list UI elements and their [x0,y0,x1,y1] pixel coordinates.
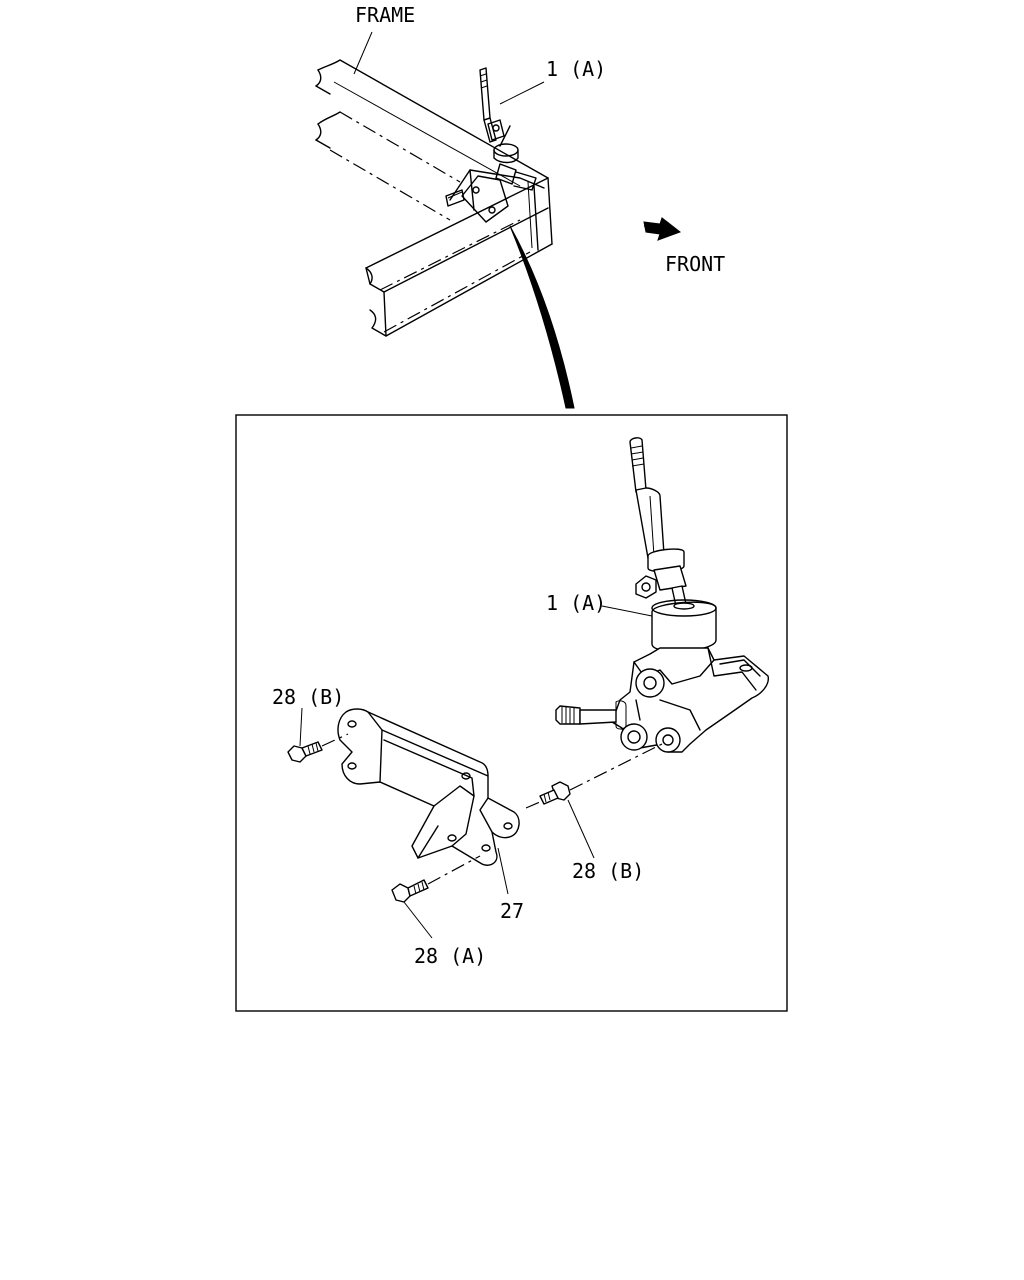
part-1a-top-label: 1 (A) [546,57,606,81]
mounting-bracket [337,708,520,866]
frame-overview [315,31,575,409]
part-1a-detail-label: 1 (A) [546,591,606,615]
front-arrow-icon [643,217,682,241]
detail-frame [235,414,788,1012]
part-28b-left-label: 28 (B) [272,685,344,709]
part-27-label: 27 [500,899,524,923]
part-28b-right-label: 28 (B) [572,859,644,883]
bolt-28a [391,855,481,903]
bolt-28b-left [287,733,349,763]
bolt-28b-right [525,743,663,809]
frame-label: FRAME [355,3,415,27]
part-28a-label: 28 (A) [414,944,486,968]
shift-lever-assembly [555,437,769,753]
front-label: FRONT [665,252,725,276]
